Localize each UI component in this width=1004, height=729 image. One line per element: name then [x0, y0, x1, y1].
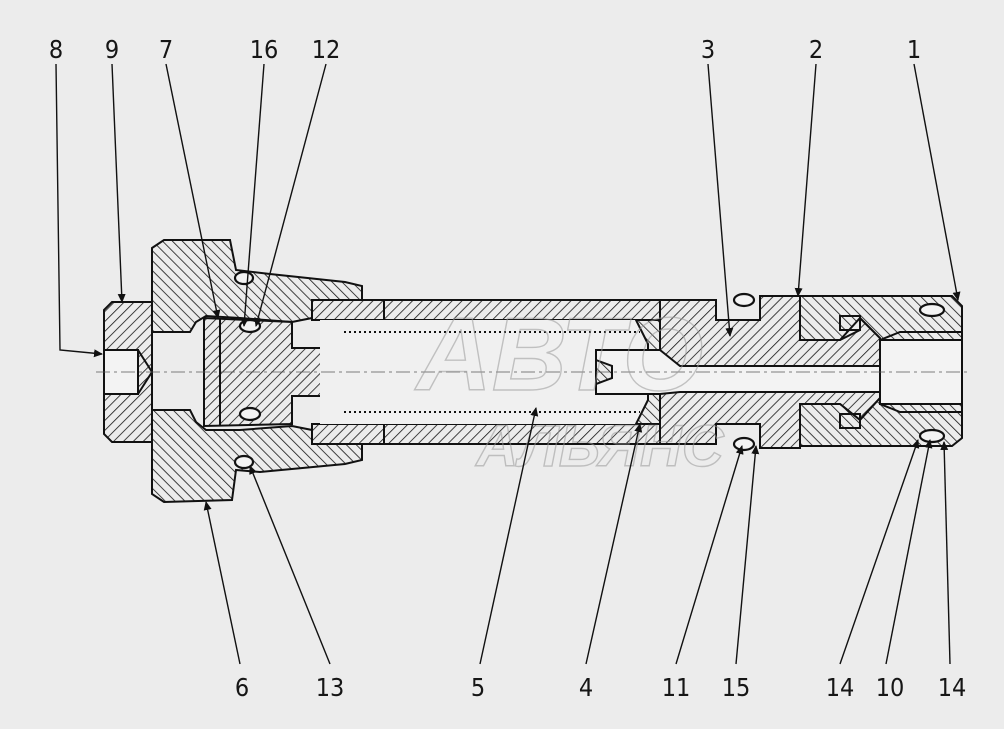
o-ring-13: [233, 454, 255, 470]
callout-6: 6: [235, 673, 249, 702]
callout-13: 13: [316, 673, 345, 702]
leader-lines: [55, 63, 961, 665]
o-ring-12-lower: [238, 406, 262, 422]
o-ring-1-top: [918, 302, 946, 318]
callout-14-right: 14: [938, 673, 967, 702]
o-ring-3-top: [732, 292, 756, 308]
o-ring-16: [233, 270, 255, 286]
watermark: АВТО АЛЬЯНС: [413, 296, 726, 479]
callout-11: 11: [662, 673, 691, 702]
callout-3: 3: [701, 35, 715, 64]
callout-10: 10: [876, 673, 905, 702]
callout-12: 12: [312, 35, 341, 64]
o-ring-11: [732, 436, 756, 452]
watermark-line2: АЛЬЯНС: [474, 414, 724, 479]
callout-14-left: 14: [826, 673, 855, 702]
watermark-line1: АВТО: [414, 297, 704, 413]
callout-1: 1: [907, 35, 921, 64]
callout-5: 5: [471, 673, 485, 702]
callout-9: 9: [105, 35, 119, 64]
callout-16: 16: [250, 35, 279, 64]
part-6-flange: [151, 239, 363, 504]
seal-rings: [233, 270, 946, 470]
callout-4: 4: [579, 673, 593, 702]
callouts-bottom: 6 13 5 4 11 15 14 10 14: [235, 673, 966, 702]
part-2-housing: [799, 295, 963, 447]
o-ring-10: [918, 428, 946, 444]
callout-2: 2: [809, 35, 823, 64]
callout-15: 15: [722, 673, 751, 702]
callout-7: 7: [159, 35, 173, 64]
callout-8: 8: [49, 35, 63, 64]
callouts-top: 8 9 7 16 12 3 2 1: [49, 35, 921, 64]
